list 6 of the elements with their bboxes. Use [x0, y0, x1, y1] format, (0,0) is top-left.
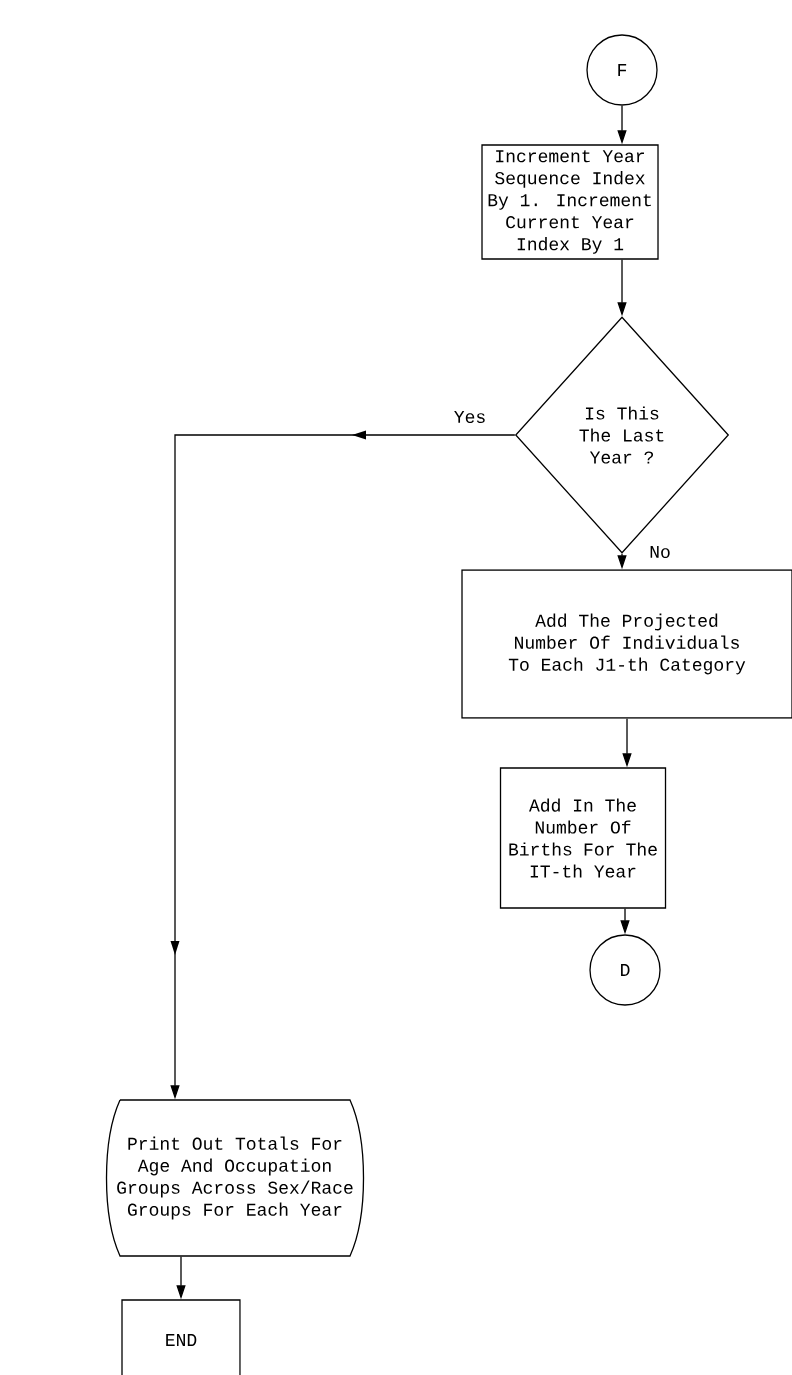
display-shape: Print Out Totals For Age And Occupation Groups Across Sex/Race Groups For Each Year	[105, 1099, 365, 1257]
process-box: Add In The Number Of Births For The IT-th Year	[499, 767, 667, 909]
terminal-box: END	[121, 1299, 241, 1375]
process-box: Increment Year Sequence Index By 1. Increment Current Year Index By 1	[481, 144, 659, 260]
edge-label: Yes	[451, 409, 489, 425]
process-box: Add The Projected Number Of Individuals To Each J1-th Category	[461, 569, 792, 719]
